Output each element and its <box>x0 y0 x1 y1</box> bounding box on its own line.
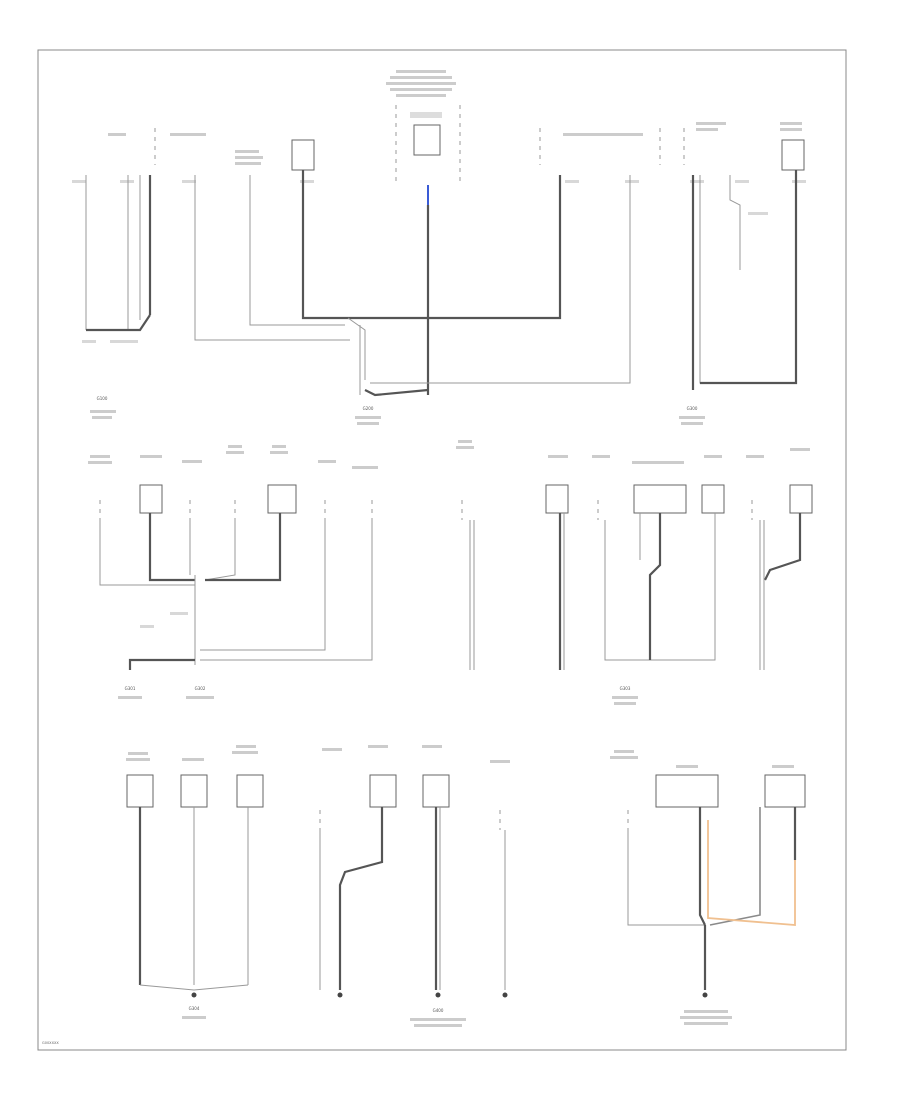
ground-point-mid-left <box>337 992 343 998</box>
bottom-section: G304 G400 <box>126 745 806 1027</box>
bottom-component-1 <box>126 774 154 808</box>
ground-point-g304 <box>191 992 197 998</box>
bottom-component-6 <box>655 774 719 808</box>
mid-component-1 <box>139 484 163 514</box>
ground-point-right <box>702 992 708 998</box>
ground-label-g301: G301 <box>125 686 136 691</box>
ground-point-mid-right <box>502 992 508 998</box>
footer-code: G00XXXX <box>42 1041 59 1045</box>
bottom-component-7 <box>764 774 806 808</box>
mid-component-6 <box>789 484 813 514</box>
middle-section: G301 G302 G303 <box>88 440 813 705</box>
bottom-component-5 <box>422 774 450 808</box>
ground-label-g400: G400 <box>433 1008 444 1013</box>
mid-component-5 <box>701 484 725 514</box>
ground-label-g302: G302 <box>195 686 206 691</box>
ground-label-g200: G200 <box>363 406 374 411</box>
bottom-component-2 <box>180 774 208 808</box>
mid-component-3 <box>545 484 569 514</box>
ground-label-g304: G304 <box>189 1006 200 1011</box>
ground-label-g100: G100 <box>97 396 108 401</box>
top-component-6 <box>781 139 805 171</box>
top-center-header <box>386 70 461 395</box>
center-top-component <box>413 124 441 156</box>
bottom-component-3 <box>236 774 264 808</box>
top-component-2 <box>291 139 315 171</box>
diagram-frame <box>37 49 847 1051</box>
mid-component-2 <box>267 484 297 514</box>
ground-label-g300: G300 <box>687 406 698 411</box>
ground-label-g303: G303 <box>620 686 631 691</box>
bottom-component-4 <box>369 774 397 808</box>
ground-point-g400 <box>435 992 441 998</box>
mid-component-4 <box>633 484 687 514</box>
top-section: G100 G200 G300 <box>72 70 806 425</box>
